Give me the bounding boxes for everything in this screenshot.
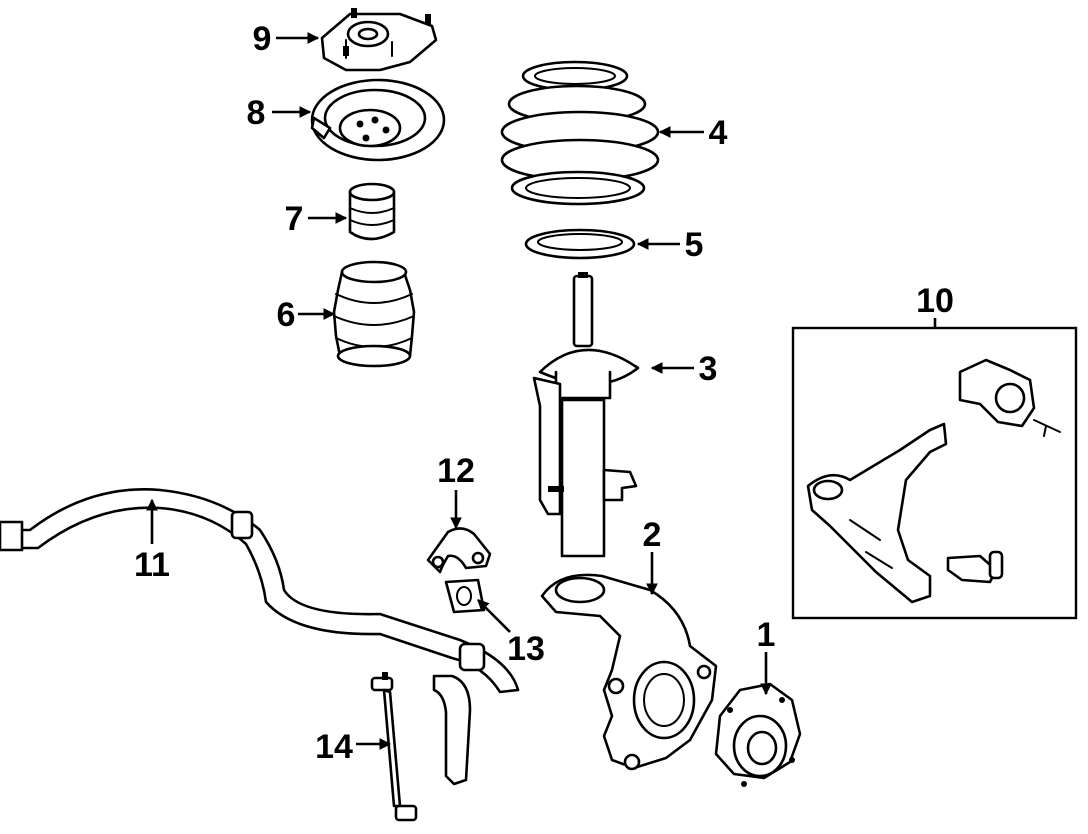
strut-mount-part[interactable] — [320, 8, 438, 72]
hub-bearing-part[interactable] — [714, 682, 802, 787]
callout-5: 5 — [636, 226, 704, 264]
coil-spring-part[interactable] — [500, 60, 660, 206]
control-arm-box — [791, 326, 1078, 620]
callout-2: 2 — [643, 516, 662, 596]
callout-8: 8 — [247, 94, 312, 132]
svg-text:1: 1 — [757, 616, 776, 654]
callout-4: 4 — [658, 114, 728, 152]
callout-14: 14 — [315, 728, 392, 766]
svg-text:12: 12 — [437, 452, 475, 490]
callout-10: 10 — [916, 282, 954, 328]
stabilizer-bar-part[interactable] — [0, 488, 520, 786]
svg-text:7: 7 — [285, 200, 304, 238]
lower-control-arm-part[interactable] — [806, 358, 1061, 604]
strut-part[interactable] — [532, 272, 640, 558]
upper-spring-seat-part[interactable] — [310, 78, 446, 162]
svg-text:13: 13 — [507, 630, 545, 668]
svg-text:9: 9 — [253, 20, 272, 58]
svg-text:6: 6 — [277, 296, 296, 334]
svg-text:3: 3 — [699, 350, 718, 388]
stabilizer-bracket-part[interactable] — [426, 527, 492, 574]
callout-11: 11 — [134, 498, 170, 584]
svg-text:14: 14 — [315, 728, 353, 766]
svg-text:10: 10 — [916, 282, 954, 320]
stabilizer-link-part[interactable] — [370, 672, 418, 822]
callout-12: 12 — [437, 452, 475, 530]
callout-6: 6 — [277, 296, 336, 334]
dust-boot-part[interactable] — [332, 260, 416, 368]
callout-13: 13 — [477, 599, 545, 668]
svg-text:5: 5 — [685, 226, 704, 264]
svg-text:2: 2 — [643, 516, 662, 554]
steering-knuckle-part[interactable] — [540, 573, 718, 771]
bump-stop-part[interactable] — [348, 182, 396, 241]
spring-insulator-part[interactable] — [524, 228, 636, 260]
callout-1: 1 — [757, 616, 776, 696]
callout-3: 3 — [650, 350, 718, 388]
callout-9: 9 — [253, 20, 320, 58]
stabilizer-bushing-part[interactable] — [444, 578, 486, 614]
svg-text:11: 11 — [134, 546, 170, 584]
svg-text:8: 8 — [247, 94, 266, 132]
callout-7: 7 — [285, 200, 348, 238]
svg-text:4: 4 — [709, 114, 728, 152]
